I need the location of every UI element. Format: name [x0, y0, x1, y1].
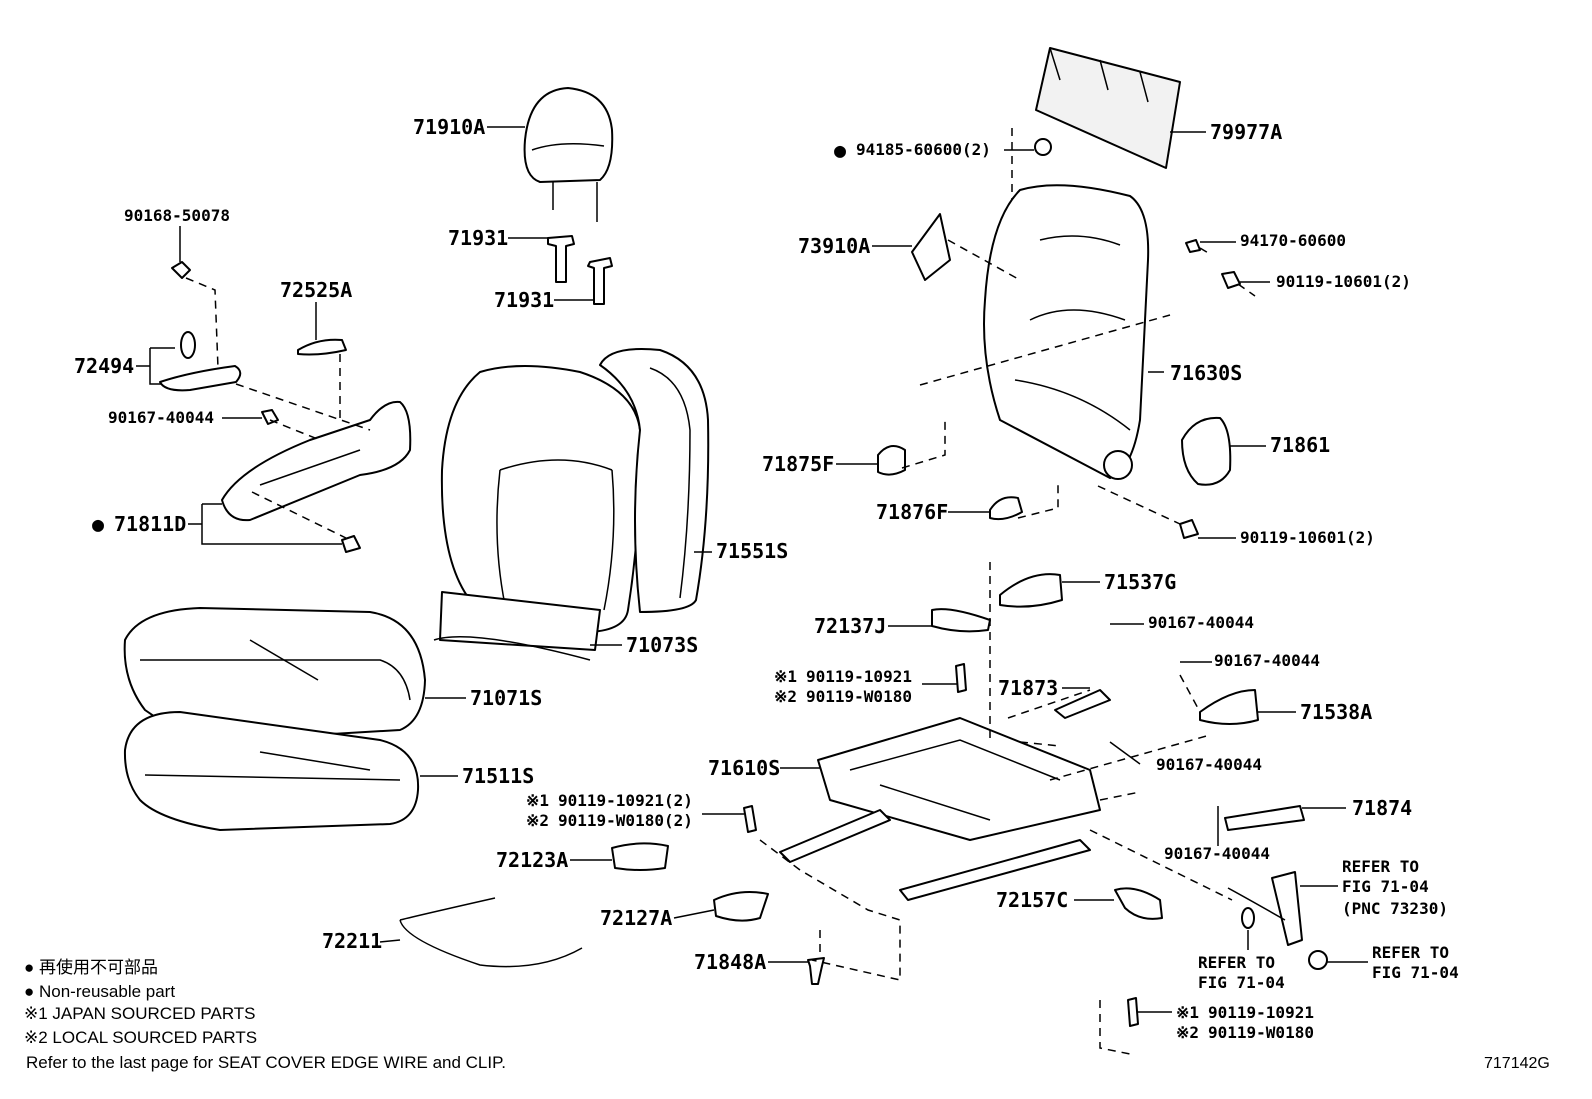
label-71874[interactable]: 71874: [1352, 796, 1412, 820]
label-79977A[interactable]: 79977A: [1210, 120, 1282, 144]
label-71511S[interactable]: 71511S: [462, 764, 534, 788]
figure-references: REFER TO FIG 71-04 (PNC 73230) REFER TO …: [1198, 857, 1459, 992]
label-90167-40044-e[interactable]: 90167-40044: [1164, 844, 1270, 863]
edge-wire-drawing: [399, 897, 583, 968]
side-shield-drawing: [159, 261, 412, 553]
legend-nonreusable-jp: ● 再使用不可部品: [24, 957, 158, 977]
label-90119-W0180-b[interactable]: 90119-W0180(2): [558, 811, 693, 830]
headrest-drawing: [523, 87, 614, 222]
seat-adjuster-drawing: [611, 573, 1305, 1027]
label-71630S[interactable]: 71630S: [1170, 361, 1242, 385]
seatbelt-buckle-drawing: [1227, 871, 1328, 970]
label-72525A[interactable]: 72525A: [280, 278, 352, 302]
figure-id: 717142G: [1484, 1055, 1550, 1072]
label-90119-10601-lower[interactable]: 90119-10601(2): [1240, 528, 1375, 547]
note1-mark: ※1: [1176, 1003, 1199, 1022]
label-90119-W0180-c[interactable]: 90119-W0180: [1208, 1023, 1314, 1042]
legend-refer-note: Refer to the last page for SEAT COVER ED…: [26, 1053, 506, 1072]
legend: ● 再使用不可部品 ● Non-reusable part ※1 JAPAN S…: [24, 957, 506, 1072]
seatback-frame-drawing: [877, 184, 1241, 539]
cushion-pad-drawing: [123, 711, 420, 831]
ref-buckle-line3[interactable]: (PNC 73230): [1342, 899, 1448, 918]
label-72127A[interactable]: 72127A: [600, 906, 672, 930]
label-72137J[interactable]: 72137J: [814, 614, 886, 638]
label-71538A[interactable]: 71538A: [1300, 700, 1372, 724]
ref-bolt-line1[interactable]: REFER TO: [1372, 943, 1449, 962]
label-90167-40044-d[interactable]: 90167-40044: [1156, 755, 1262, 774]
label-72494[interactable]: 72494: [74, 354, 134, 378]
label-94185-60600[interactable]: 94185-60600(2): [856, 140, 991, 159]
note2-mark: ※2: [774, 687, 797, 706]
label-72123A[interactable]: 72123A: [496, 848, 568, 872]
label-73910A[interactable]: 73910A: [798, 234, 870, 258]
label-71610S[interactable]: 71610S: [708, 756, 780, 780]
legend-nonreusable-en: ● Non-reusable part: [24, 982, 175, 1001]
label-90168-50078[interactable]: 90168-50078: [124, 206, 230, 225]
ref-clip-line2[interactable]: FIG 71-04: [1198, 973, 1285, 992]
label-72211[interactable]: 72211: [322, 929, 382, 953]
label-71861[interactable]: 71861: [1270, 433, 1330, 457]
part-labels: 71910A 71931 71931 90168-50078 72525A 72…: [74, 115, 1412, 1042]
note2-mark: ※2: [526, 811, 549, 830]
ref-buckle-line1[interactable]: REFER TO: [1342, 857, 1419, 876]
dashed-guides: [185, 128, 1256, 1055]
label-90119-10601-upper[interactable]: 90119-10601(2): [1276, 272, 1411, 291]
label-94170-60600[interactable]: 94170-60600: [1240, 231, 1346, 250]
label-71551S[interactable]: 71551S: [716, 539, 788, 563]
label-71931-upper[interactable]: 71931: [448, 226, 508, 250]
label-71910A[interactable]: 71910A: [413, 115, 485, 139]
note1-mark: ※1: [526, 791, 549, 810]
label-72157C[interactable]: 72157C: [996, 888, 1068, 912]
legend-local-sourced: ※2 LOCAL SOURCED PARTS: [24, 1028, 257, 1047]
label-71876F[interactable]: 71876F: [876, 500, 948, 524]
cushion-cover-drawing: [123, 607, 426, 741]
label-71811D[interactable]: 71811D: [114, 512, 186, 536]
label-71073S[interactable]: 71073S: [626, 633, 698, 657]
label-71875F[interactable]: 71875F: [762, 452, 834, 476]
bullet-mark: ●: [92, 512, 104, 536]
label-90167-40044-a[interactable]: 90167-40044: [108, 408, 214, 427]
label-90119-10921-c[interactable]: 90119-10921: [1208, 1003, 1314, 1022]
label-71537G[interactable]: 71537G: [1104, 570, 1176, 594]
ref-buckle-line2[interactable]: FIG 71-04: [1342, 877, 1429, 896]
label-90119-W0180-a[interactable]: 90119-W0180: [806, 687, 912, 706]
headrest-support-drawing: [547, 235, 613, 305]
label-71848A[interactable]: 71848A: [694, 950, 766, 974]
label-90119-10921-a[interactable]: 90119-10921: [806, 667, 912, 686]
pad-drawing: [1034, 47, 1181, 169]
seatback-cover-drawing: [433, 348, 710, 661]
label-90167-40044-c[interactable]: 90167-40044: [1214, 651, 1320, 670]
note2-mark: ※2: [1176, 1023, 1199, 1042]
label-71071S[interactable]: 71071S: [470, 686, 542, 710]
label-71931-lower[interactable]: 71931: [494, 288, 554, 312]
legend-japan-sourced: ※1 JAPAN SOURCED PARTS: [24, 1004, 256, 1023]
ref-clip-line1[interactable]: REFER TO: [1198, 953, 1275, 972]
bullet-mark: ●: [834, 138, 846, 162]
label-90119-10921-b[interactable]: 90119-10921(2): [558, 791, 693, 810]
label-90167-40044-b[interactable]: 90167-40044: [1148, 613, 1254, 632]
note1-mark: ※1: [774, 667, 797, 686]
ref-bolt-line2[interactable]: FIG 71-04: [1372, 963, 1459, 982]
leader-lines: [136, 126, 1368, 1013]
label-71873[interactable]: 71873: [998, 676, 1058, 700]
